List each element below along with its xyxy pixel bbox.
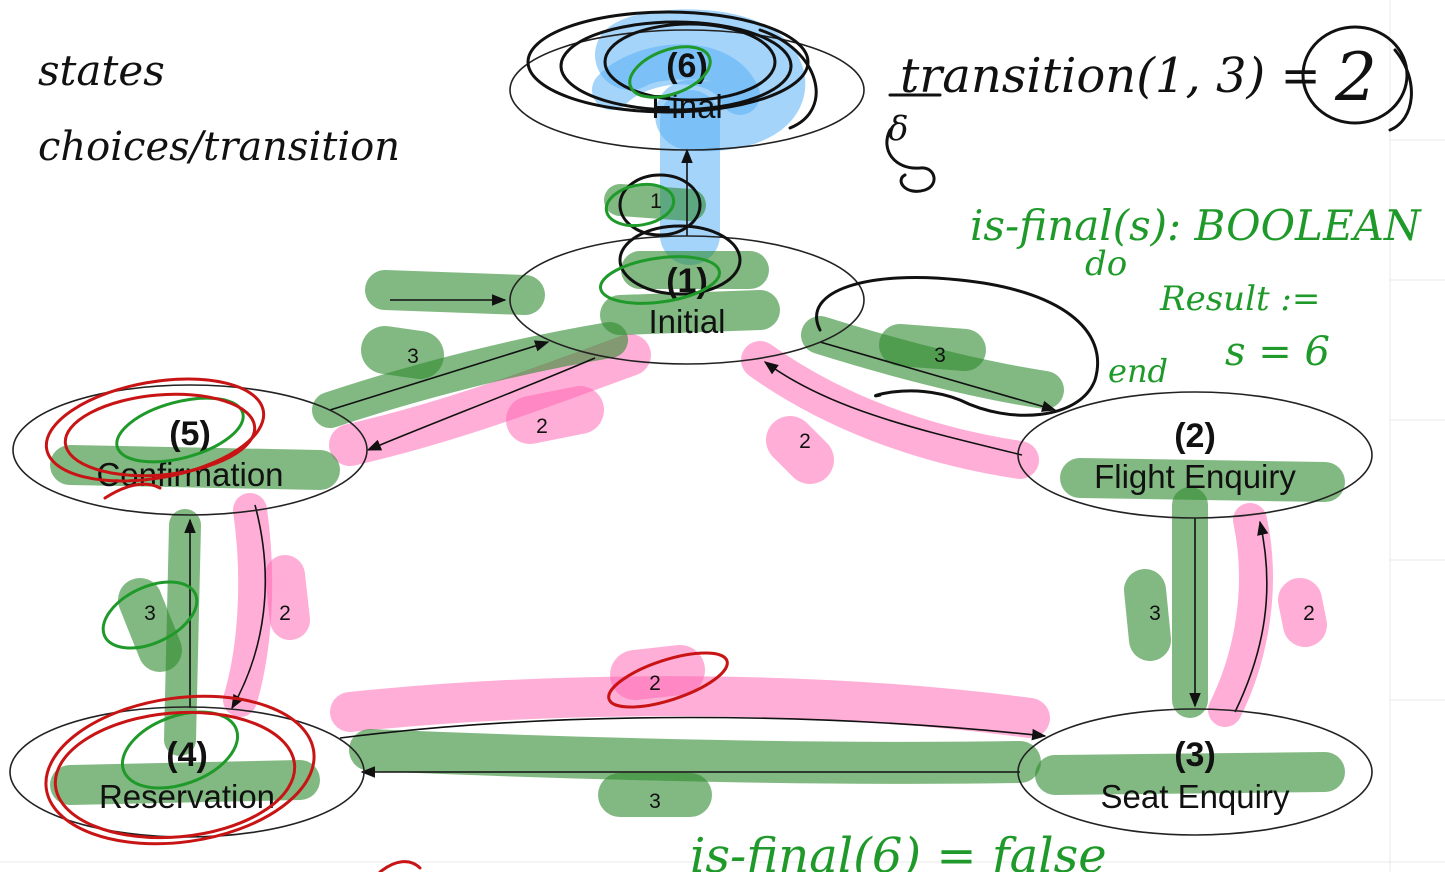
state-5-ellipse — [12, 384, 368, 516]
note-bottom-expr: is-final(6) = false — [690, 828, 1107, 872]
edge-1-to-2 — [819, 341, 1057, 412]
edge-labels: 1 3 2 3 2 3 2 3 2 3 2 — [144, 190, 1315, 813]
state-2-name: Flight Enquiry — [1094, 458, 1296, 495]
edge-label-4-to-5: 3 — [144, 602, 156, 625]
state-3-ellipse — [1017, 708, 1373, 836]
note-s-eq-6: s = 6 — [1225, 329, 1330, 375]
black-pen-annotations — [526, 10, 1413, 417]
note-is-final-signature: is-final(s): BOOLEAN — [970, 201, 1422, 250]
green-highlights — [50, 184, 1345, 817]
note-choices-transition: choices/transition — [38, 124, 400, 170]
edge-5-to-4 — [231, 504, 267, 710]
state-2-number: (2) — [1174, 417, 1216, 455]
state-2-ellipse — [1017, 391, 1373, 519]
state-1-name: Initial — [648, 303, 725, 340]
edge-label-5-to-1: 3 — [407, 345, 419, 368]
edge-label-1-to-5: 2 — [536, 415, 548, 438]
state-3-number: (3) — [1174, 736, 1216, 774]
edge-label-3-to-4: 3 — [649, 790, 661, 813]
edge-label-2-to-1: 2 — [799, 430, 811, 453]
note-transition-result: 2 — [1334, 39, 1377, 116]
edge-label-3-to-2: 2 — [1303, 602, 1315, 625]
state-4-number: (4) — [166, 736, 208, 774]
state-labels: (6) Final (1) Initial (2) Flight Enquiry… — [96, 47, 1296, 815]
edge-label-1-to-2: 3 — [934, 344, 946, 367]
edge-4-to-3 — [339, 716, 1047, 741]
note-delta: δ — [888, 109, 908, 149]
edge-3-to-2 — [1234, 520, 1269, 713]
handwritten-notes: states choices/transition transition(1, … — [38, 25, 1422, 872]
edge-label-2-to-3: 3 — [1149, 602, 1161, 625]
note-transition-expr: transition(1, 3) = — [900, 48, 1321, 104]
note-do: do — [1085, 244, 1127, 284]
note-result-assign: Result := — [1159, 279, 1320, 319]
state-3-name: Seat Enquiry — [1101, 778, 1290, 815]
note-states: states — [38, 46, 165, 95]
edge-label-5-to-4: 2 — [279, 602, 291, 625]
state-6-ellipse — [509, 29, 865, 151]
state-6-name: Final — [651, 88, 723, 125]
pink-highlights — [223, 334, 1327, 738]
edge-5-to-1 — [329, 340, 550, 411]
note-end: end — [1108, 352, 1168, 390]
edges — [184, 148, 1269, 778]
state-1-ellipse — [509, 235, 865, 365]
green-pen-annotations — [101, 45, 721, 790]
state-5-number: (5) — [169, 415, 211, 453]
edge-1-to-5 — [366, 357, 596, 451]
edge-2-to-1 — [763, 361, 1023, 456]
edge-label-1-to-6: 1 — [650, 190, 662, 213]
edge-label-4-to-3: 2 — [649, 672, 661, 695]
red-pen-annotations — [44, 377, 729, 872]
